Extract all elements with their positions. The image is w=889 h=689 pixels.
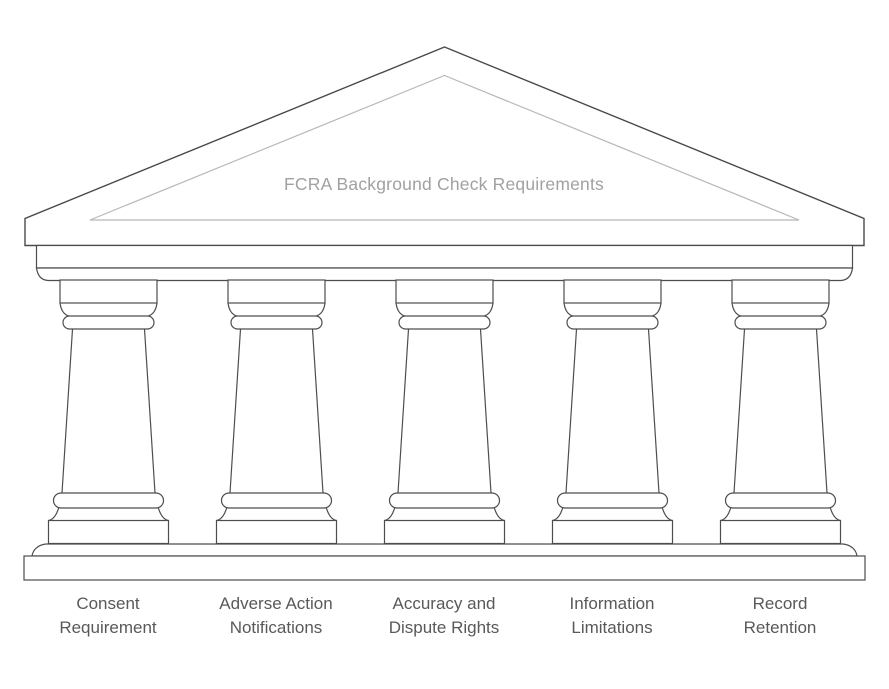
- base-torus: [388, 492, 501, 509]
- base-plinth: [47, 519, 170, 545]
- column-shaft: [61, 328, 156, 494]
- architrave-band: [35, 244, 854, 269]
- pediment: [24, 46, 865, 247]
- pillar-label-consent: Consent Requirement: [59, 594, 157, 637]
- column-shaft: [565, 328, 660, 494]
- base-plinth: [383, 519, 506, 545]
- stylobate: [23, 543, 866, 581]
- capital-echinus: [227, 302, 326, 318]
- capital-torus: [62, 315, 155, 330]
- capital-torus: [734, 315, 827, 330]
- capital-echinus: [563, 302, 662, 318]
- base-torus: [556, 492, 669, 509]
- base-torus: [220, 492, 333, 509]
- capital-torus: [230, 315, 323, 330]
- capital-abacus: [59, 279, 158, 304]
- capital-echinus: [731, 302, 830, 318]
- capital-torus: [566, 315, 659, 330]
- column-shaft: [229, 328, 324, 494]
- entablature: [35, 244, 854, 282]
- cornice-band: [35, 267, 854, 282]
- pediment-inner-triangle: [89, 74, 800, 221]
- base-plinth: [215, 519, 338, 545]
- pillar-label-information-limitations: Information Limitations: [569, 594, 655, 637]
- column-5: [719, 279, 842, 545]
- pillar-label-accuracy-dispute: Accuracy and Dispute Rights: [388, 594, 500, 637]
- capital-abacus: [731, 279, 830, 304]
- pediment-outer-shape: [24, 46, 865, 247]
- base-slab: [23, 555, 866, 581]
- capital-echinus: [59, 302, 158, 318]
- pillar-label-adverse-action: Adverse Action Notifications: [219, 594, 333, 637]
- capital-torus: [398, 315, 491, 330]
- capital-abacus: [227, 279, 326, 304]
- base-plinth: [551, 519, 674, 545]
- column-shaft: [397, 328, 492, 494]
- base-torus: [724, 492, 837, 509]
- column-2: [215, 279, 338, 545]
- column-4: [551, 279, 674, 545]
- column-1: [47, 279, 170, 545]
- capital-abacus: [395, 279, 494, 304]
- column-3: [383, 279, 506, 545]
- columns: [47, 279, 842, 545]
- pediment-title: FCRA Background Check Requirements: [284, 174, 604, 194]
- capital-echinus: [395, 302, 494, 318]
- capital-abacus: [563, 279, 662, 304]
- base-plinth: [719, 519, 842, 545]
- base-step: [31, 543, 858, 557]
- base-torus: [52, 492, 165, 509]
- pillar-label-record-retention: Record Retention: [743, 594, 817, 637]
- column-shaft: [733, 328, 828, 494]
